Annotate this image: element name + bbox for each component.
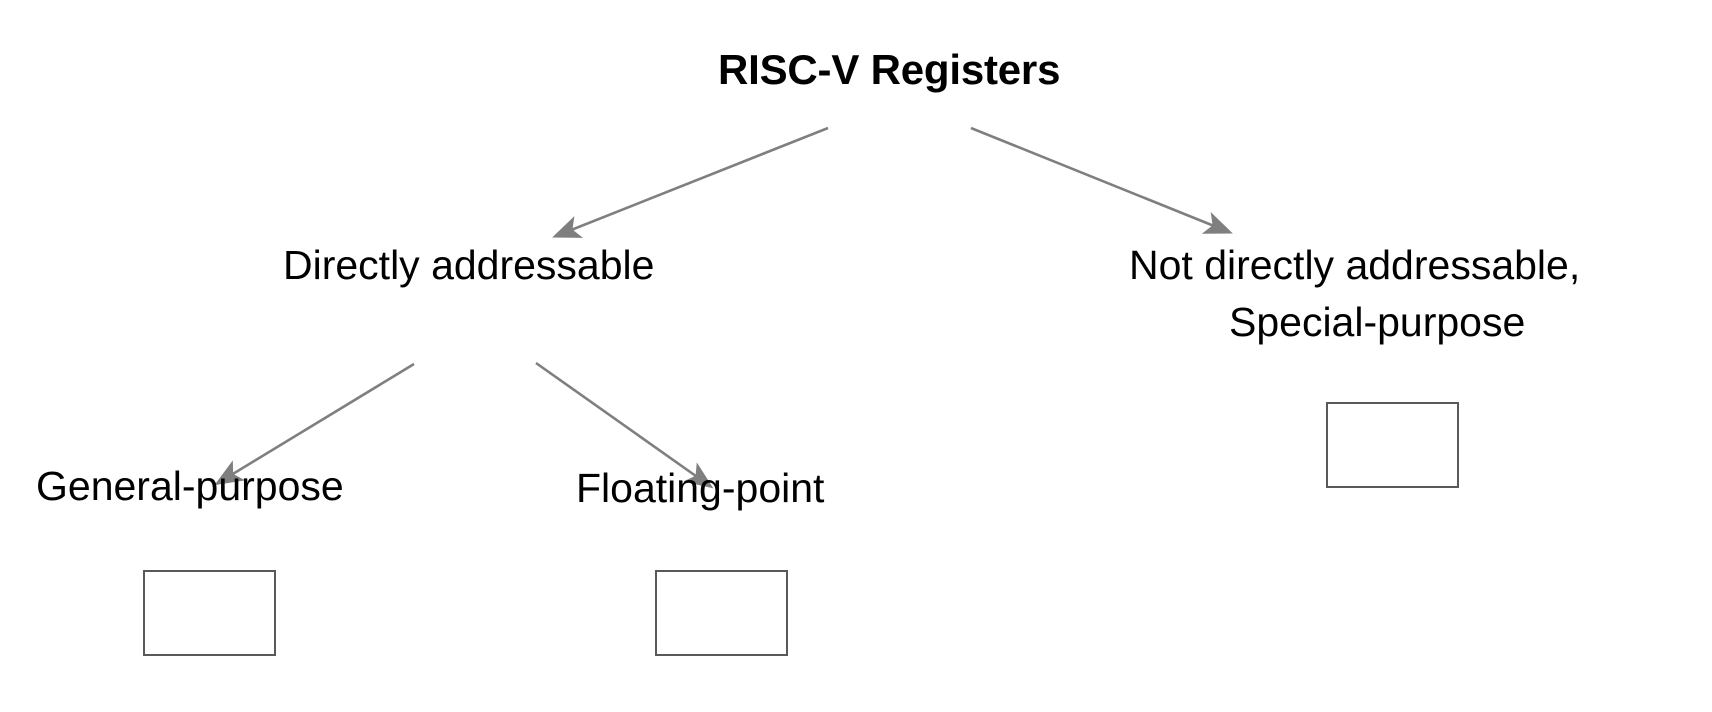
node-special-purpose-line2: Special-purpose bbox=[1229, 299, 1526, 345]
special-purpose-placeholder[interactable] bbox=[1326, 402, 1459, 488]
node-not-directly-addressable-line1: Not directly addressable, bbox=[1129, 242, 1581, 288]
node-directly-addressable: Directly addressable bbox=[283, 242, 655, 288]
node-general-purpose: General-purpose bbox=[36, 463, 344, 509]
edge-root-to-directly-addressable bbox=[552, 126, 829, 238]
floating-point-placeholder[interactable] bbox=[655, 570, 788, 656]
general-purpose-placeholder[interactable] bbox=[143, 570, 276, 656]
edge-root-to-special-purpose bbox=[970, 126, 1233, 234]
node-floating-point: Floating-point bbox=[576, 465, 825, 511]
node-root-title: RISC-V Registers bbox=[718, 46, 1061, 93]
